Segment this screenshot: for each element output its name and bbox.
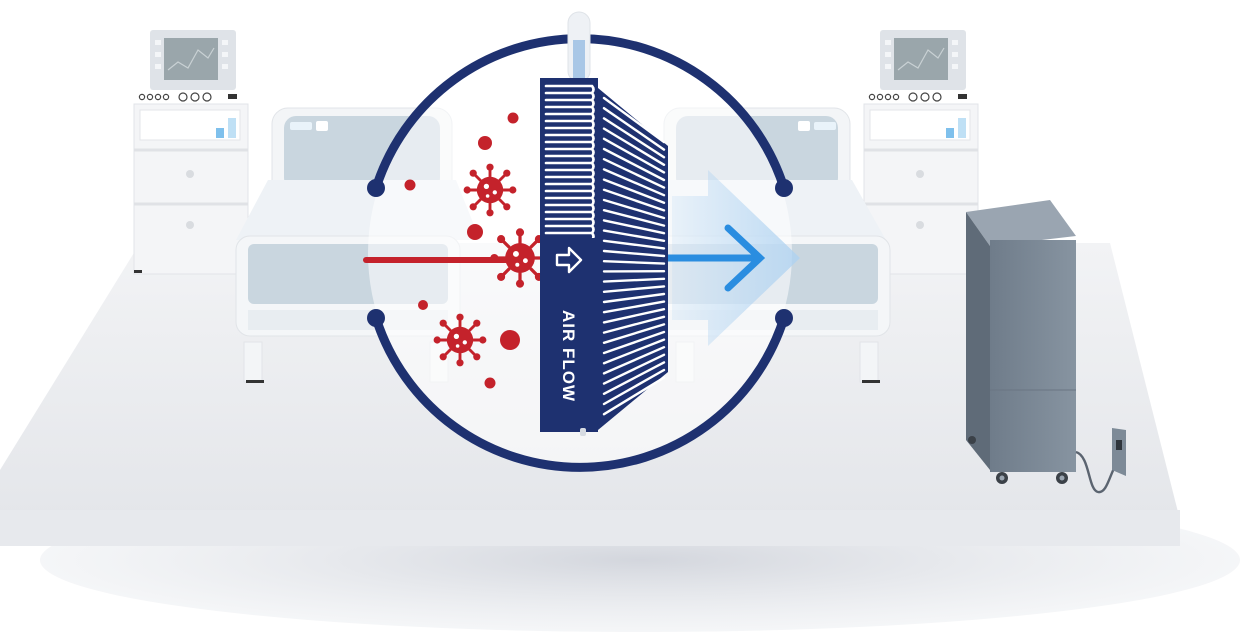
filter-slat bbox=[602, 285, 666, 293]
particle bbox=[500, 330, 520, 350]
ring-end-dot bbox=[367, 309, 385, 327]
filter-slat bbox=[602, 260, 666, 265]
particle bbox=[418, 300, 428, 310]
filter-slat bbox=[602, 198, 666, 220]
virus-icon bbox=[462, 162, 518, 218]
power-outlet-icon bbox=[1112, 428, 1126, 476]
filter-slat bbox=[602, 330, 666, 355]
filter-slat bbox=[602, 315, 666, 334]
pathogens bbox=[404, 112, 552, 389]
filter-slat bbox=[602, 338, 666, 365]
filter-slat bbox=[602, 376, 666, 416]
filter-slat bbox=[602, 308, 666, 324]
filter-slat bbox=[602, 249, 666, 258]
particle bbox=[507, 112, 519, 124]
filter-slat bbox=[602, 239, 666, 250]
particle bbox=[484, 377, 496, 389]
filter-slat bbox=[602, 147, 666, 182]
filter-slat bbox=[602, 300, 666, 314]
arrow-up-outline-icon bbox=[555, 246, 583, 274]
filter-slat bbox=[602, 361, 666, 395]
filter-slat bbox=[602, 208, 666, 227]
filter-slat bbox=[602, 353, 666, 385]
particle bbox=[467, 224, 483, 240]
filter-slat bbox=[602, 117, 666, 159]
air-purifier-unit bbox=[966, 200, 1121, 494]
particle bbox=[478, 136, 492, 150]
filter-slat bbox=[602, 229, 666, 243]
filter-slat bbox=[602, 277, 666, 283]
ring-end-dot bbox=[775, 309, 793, 327]
floor-front-edge bbox=[0, 510, 1180, 546]
clean-air-arrow bbox=[664, 224, 766, 292]
ring-end-dot bbox=[367, 179, 385, 197]
medical-cart-left bbox=[133, 30, 249, 275]
filter-slat bbox=[602, 178, 666, 205]
filter-slat bbox=[602, 219, 666, 235]
filter-slat bbox=[602, 157, 666, 189]
filter-slat bbox=[602, 106, 666, 151]
ring-end-dot bbox=[775, 179, 793, 197]
filter-slat bbox=[602, 292, 666, 304]
virus-icon bbox=[432, 312, 488, 368]
filter-slat bbox=[602, 96, 666, 144]
filter-slat bbox=[602, 346, 666, 375]
filter-media-angled bbox=[598, 88, 668, 430]
filter-slat bbox=[602, 188, 666, 212]
pleated-filter: AIR FLOW bbox=[540, 78, 598, 436]
filter-slat bbox=[602, 368, 666, 406]
filter-slat bbox=[602, 168, 666, 197]
particle bbox=[404, 179, 416, 191]
filter-slat bbox=[602, 127, 666, 167]
filter-top-tube bbox=[567, 11, 591, 83]
air-flow-label: AIR FLOW bbox=[559, 310, 578, 402]
filter-slat bbox=[602, 323, 666, 344]
filter-slat bbox=[602, 137, 666, 174]
